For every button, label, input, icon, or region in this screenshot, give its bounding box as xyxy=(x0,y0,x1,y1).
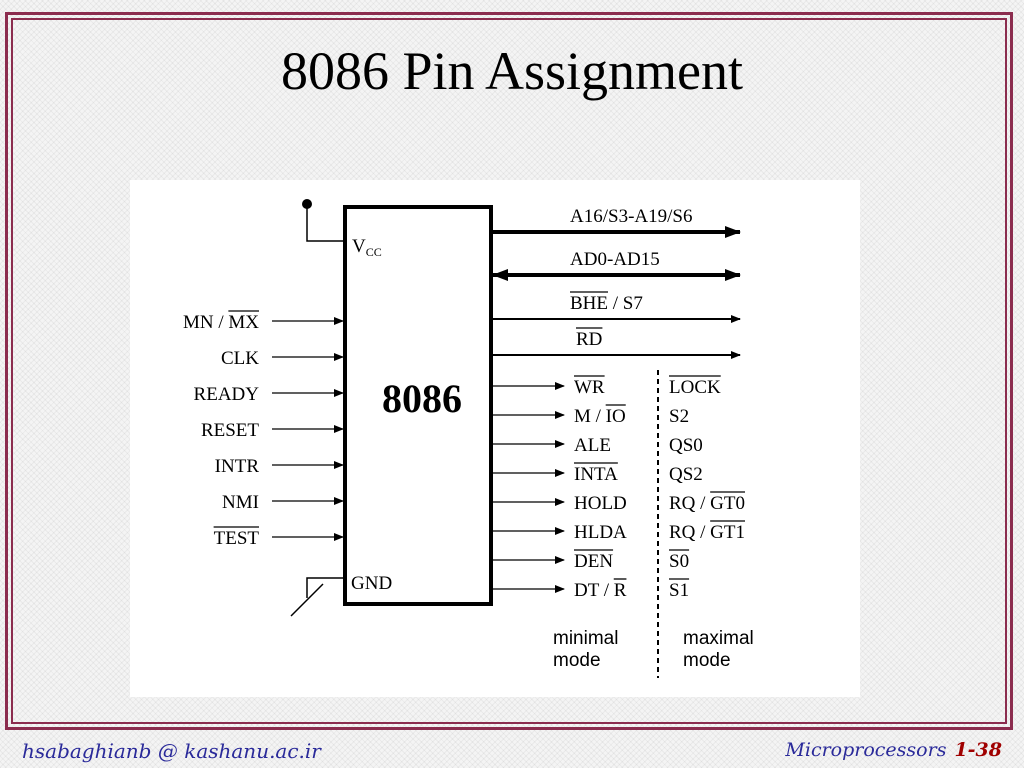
pin-label-intr: INTR xyxy=(215,456,260,477)
chip-label: 8086 xyxy=(382,376,462,421)
bus-label-a16-s3-a19-s6: A16/S3-A19/S6 xyxy=(570,206,692,227)
minimal-mode-label: minimal mode xyxy=(553,628,624,671)
gnd-label: GND xyxy=(351,573,392,594)
max-pin-lock: LOCK xyxy=(669,377,721,398)
slide-frame-outer xyxy=(5,12,1013,730)
min-pin-wr: WR xyxy=(574,377,605,398)
min-pin-m-io: M / IO xyxy=(574,406,626,427)
slide-title: 8086 Pin Assignment xyxy=(280,41,744,101)
vcc-label: VCC xyxy=(352,236,382,259)
pin-label-test: TEST xyxy=(214,528,260,549)
footer-course-name: Microprocessors xyxy=(785,739,947,761)
gnd-symbol xyxy=(290,583,324,617)
max-pin-rq-gt1: RQ / GT1 xyxy=(669,522,745,543)
min-pin-dt-r: DT / R xyxy=(574,580,627,601)
max-pin-s1: S1 xyxy=(669,580,689,601)
bus-label-bhe-s7: BHE / S7 xyxy=(570,293,643,314)
footer-author: hsabaghianb @ kashanu.ac.ir xyxy=(22,739,321,763)
gnd-wire xyxy=(306,577,345,598)
max-pin-qs0: QS0 xyxy=(669,435,703,456)
min-pin-hlda: HLDA xyxy=(574,522,627,543)
slide-frame-inner xyxy=(11,18,1007,724)
pin-diagram: 8086 VCC GND MN / MX CLK READY RESET INTR NMI… xyxy=(130,180,860,697)
footer-course: Microprocessors 1-38 xyxy=(785,739,1002,761)
bus-label-rd: RD xyxy=(576,329,602,350)
max-pin-s0: S0 xyxy=(669,551,689,572)
pin-label-nmi: NMI xyxy=(222,492,259,513)
min-pin-ale: ALE xyxy=(574,435,611,456)
min-pin-den: DEN xyxy=(574,551,613,572)
pin-label-ready: READY xyxy=(194,384,260,405)
pin-label-mn-mx: MN / MX xyxy=(183,312,259,333)
pin-diagram-svg: 8086 VCC GND MN / MX CLK READY RESET INTR NMI… xyxy=(183,199,759,678)
maximal-mode-label: maximal mode xyxy=(683,628,759,671)
max-pin-rq-gt0: RQ / GT0 xyxy=(669,493,745,514)
bus-label-ad0-ad15: AD0-AD15 xyxy=(570,249,660,270)
chip-body xyxy=(343,205,493,606)
pin-label-reset: RESET xyxy=(201,420,259,441)
pin-label-clk: CLK xyxy=(221,348,259,369)
vcc-wire xyxy=(306,204,345,242)
min-pin-inta: INTA xyxy=(574,464,618,485)
min-pin-hold: HOLD xyxy=(574,493,627,514)
left-pins: MN / MX CLK READY RESET INTR NMI TEST xyxy=(183,310,344,549)
max-pin-s2: S2 xyxy=(669,406,689,427)
max-pin-qs2: QS2 xyxy=(669,464,703,485)
footer-page-number: 1-38 xyxy=(954,739,1002,761)
